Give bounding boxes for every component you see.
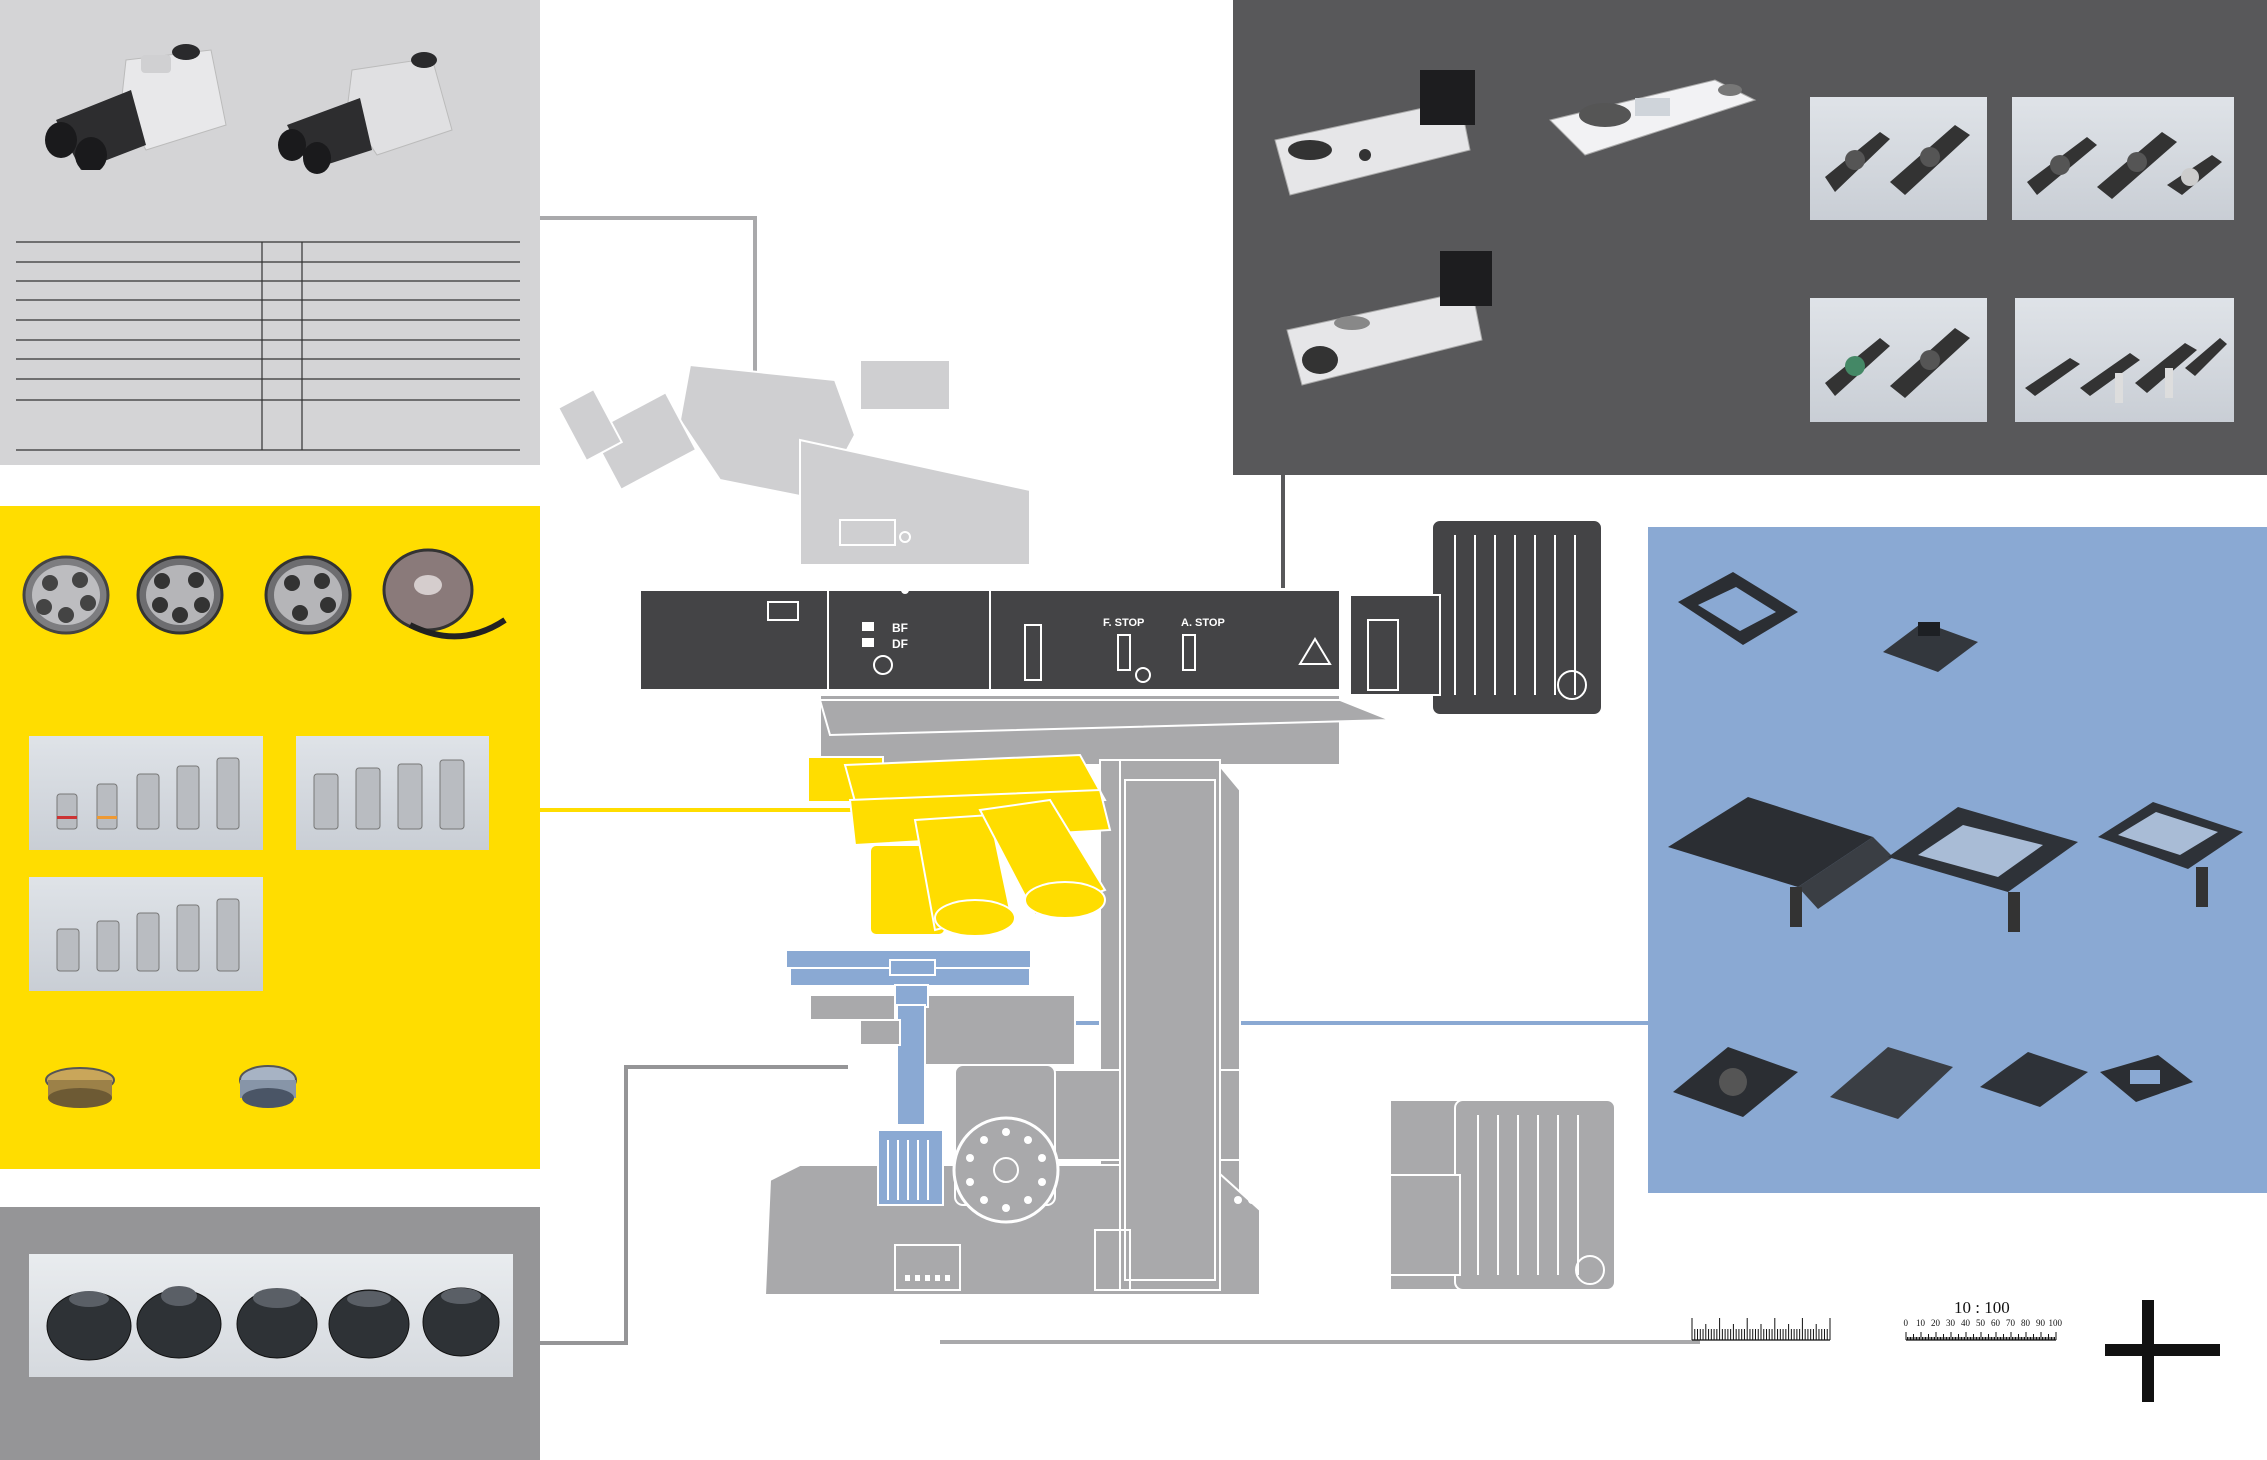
bf-label: BF — [892, 621, 908, 635]
epi-illuminator-image-1 — [1274, 70, 1475, 196]
column-arm — [1119, 759, 1221, 1291]
df-label: DF — [892, 637, 908, 651]
filter-slider-thumb-2 — [2012, 97, 2234, 220]
scale-tick-label: 90 — [2036, 1318, 2045, 1328]
stage-parts-images — [1668, 572, 2243, 1119]
scale-tick-label: 50 — [1976, 1318, 1985, 1328]
spec-table — [16, 241, 520, 451]
epi-illuminator-image-3 — [1286, 251, 1492, 386]
scale-tick-label: 10 — [1916, 1318, 1925, 1328]
focus-knob — [952, 1116, 1060, 1224]
filter-slider-thumb-3 — [1810, 298, 1987, 422]
head-window — [839, 519, 896, 546]
scale-tick-label: 20 — [1931, 1318, 1940, 1328]
nosepiece-objectives — [807, 753, 1112, 937]
eyepiece-tube-panel — [0, 0, 540, 465]
lower-lamp-house — [1389, 1099, 1616, 1291]
scale-tick-label: 40 — [1961, 1318, 1970, 1328]
scale-tick-label: 0 — [1903, 1318, 1909, 1328]
trinocular-tube-image — [45, 44, 227, 170]
eyepiece-tube-head — [556, 359, 1031, 566]
a-stop-label: A. STOP — [1181, 617, 1225, 629]
scale-tick-label: 60 — [1991, 1318, 2000, 1328]
scale-tick-label: 80 — [2021, 1318, 2030, 1328]
adapter-images — [45, 1065, 297, 1108]
scale-tick-label: 70 — [2006, 1318, 2015, 1328]
binocular-tube-image — [278, 52, 453, 174]
crosshair-mark — [2105, 1300, 2220, 1402]
objectives-set-thumb-3 — [29, 877, 263, 991]
objectives-set-thumb-2 — [296, 736, 489, 850]
condenser-thumb — [29, 1254, 513, 1377]
filter-slider-thumb-4 — [2015, 298, 2234, 422]
objectives-set-thumb-1 — [29, 736, 263, 850]
scale-tick-label: 30 — [1946, 1318, 1955, 1328]
nosepiece-images — [22, 548, 507, 640]
scale-tick-label: 100 — [2048, 1318, 2063, 1328]
filter-slider-thumb-1 — [1810, 97, 1987, 220]
f-stop-label: F. STOP — [1103, 617, 1144, 629]
epi-illuminator-image-2 — [1549, 79, 1757, 156]
scale-ratio-label: 10 : 100 — [1954, 1298, 2010, 1317]
